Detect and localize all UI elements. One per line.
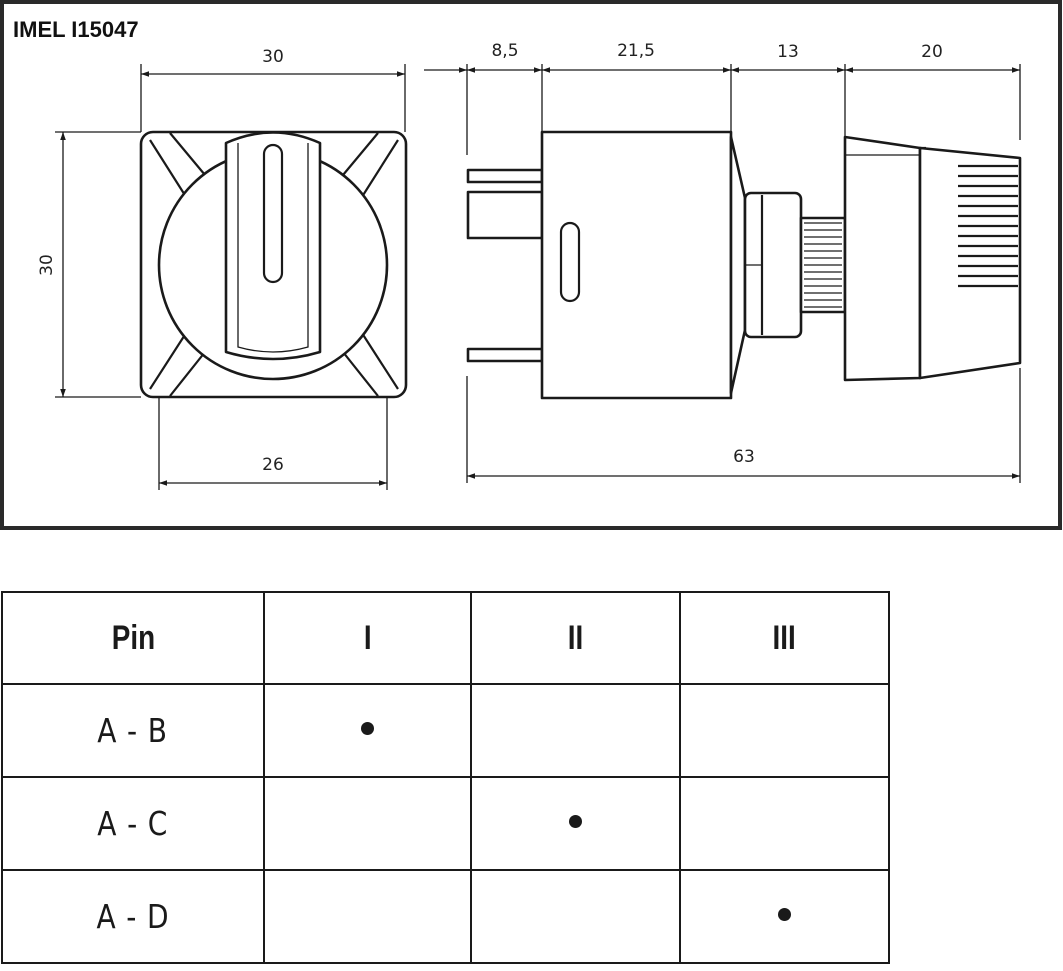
dim-pin-length: 8,5 xyxy=(491,41,518,61)
table-row: A - D xyxy=(1,869,890,964)
dim-bushing-length: 13 xyxy=(777,42,799,62)
dim-body-length: 21,5 xyxy=(617,41,655,61)
side-view: 8,5 21,5 13 20 63 xyxy=(424,41,1022,483)
connection-cell xyxy=(470,683,681,778)
connection-cell xyxy=(679,776,890,871)
dim-front-height: 30 xyxy=(37,254,57,276)
dim-knob-diameter: 26 xyxy=(262,455,284,475)
header-position-2: II xyxy=(470,591,681,685)
dim-front-width: 30 xyxy=(262,47,284,67)
table-header-row: Pin I II III xyxy=(1,591,890,685)
connection-cell xyxy=(263,683,472,778)
table-row: A - B xyxy=(1,683,890,778)
connection-cell xyxy=(470,869,681,964)
dim-total-length: 63 xyxy=(733,447,755,467)
pin-pair-label: A - B xyxy=(1,683,265,778)
connection-cell xyxy=(263,869,472,964)
header-position-1: I xyxy=(263,591,472,685)
connection-cell xyxy=(263,776,472,871)
dim-knob-length: 20 xyxy=(921,42,943,62)
pin-pair-label: A - C xyxy=(1,776,265,871)
connection-cell xyxy=(679,683,890,778)
connected-dot-icon xyxy=(361,721,374,735)
table-row: A - C xyxy=(1,776,890,871)
connection-cell xyxy=(470,776,681,871)
pin-pair-label: A - D xyxy=(1,869,265,964)
connection-cell xyxy=(679,869,890,964)
connected-dot-icon xyxy=(778,907,791,921)
connected-dot-icon xyxy=(569,814,582,828)
header-pin: Pin xyxy=(1,591,265,685)
header-position-3: III xyxy=(679,591,890,685)
drawing-border xyxy=(0,0,1062,530)
technical-drawing: IMEL I15047 30 30 26 xyxy=(0,0,1062,530)
drawing-title: IMEL I15047 xyxy=(13,17,139,42)
front-view: 30 30 26 xyxy=(37,47,408,490)
